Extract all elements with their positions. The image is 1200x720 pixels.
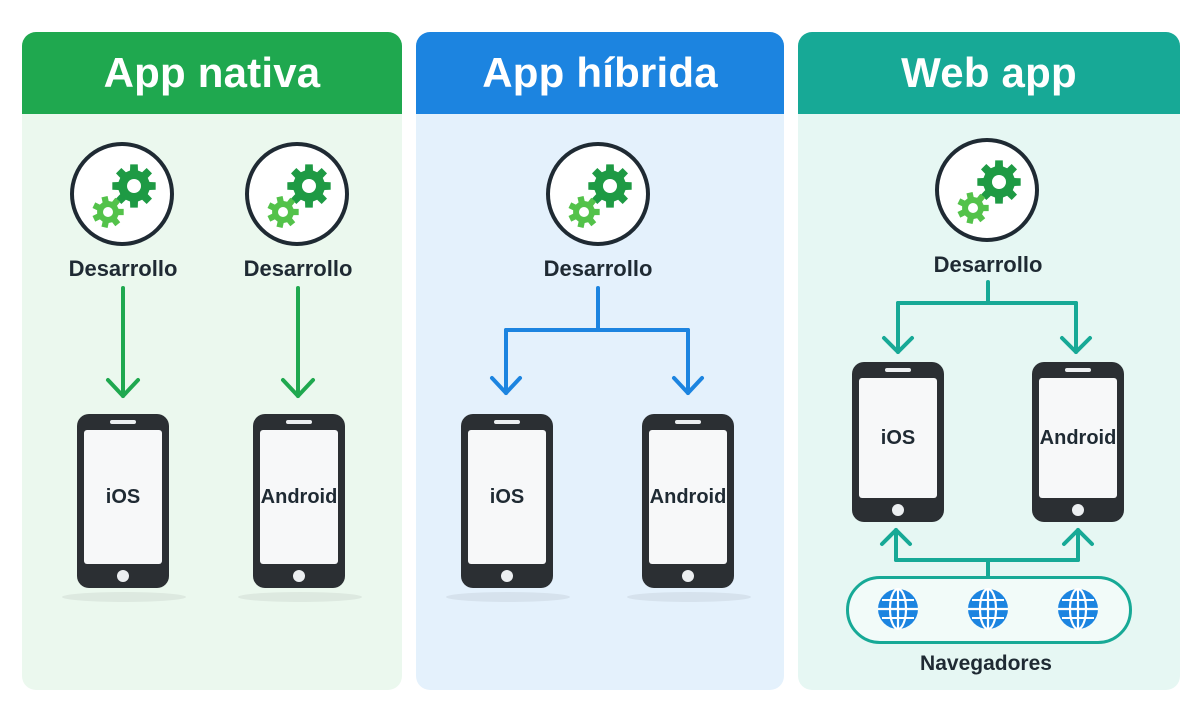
phone-shadow [446, 592, 570, 602]
hybrid-android-label: Android [649, 485, 727, 508]
smartphone-icon: Android [253, 414, 345, 588]
phone-screen: Android [649, 430, 727, 564]
web-dev-label: Desarrollo [933, 252, 1043, 277]
web-android-label: Android [1039, 426, 1117, 449]
phone-home-button [293, 570, 305, 582]
phone-speaker [885, 368, 911, 372]
phone-screen: Android [1039, 378, 1117, 498]
globe-icon [878, 587, 918, 631]
hybrid-app-title: App híbrida [482, 49, 718, 96]
phone-home-button [892, 504, 904, 516]
phone-home-button [1072, 504, 1084, 516]
smartphone-icon: Android [1032, 362, 1124, 522]
browsers-label: Navegadores [920, 652, 1052, 675]
native-dev-label-1: Desarrollo [68, 256, 178, 281]
native-app-title: App nativa [103, 49, 321, 96]
hybrid-ios-label: iOS [489, 485, 525, 508]
web-ios-label: iOS [880, 426, 916, 449]
globe-icon [968, 587, 1008, 631]
small-gear-hole [968, 203, 978, 213]
phone-shadow [627, 592, 751, 602]
smartphone-icon: iOS [77, 414, 169, 588]
small-gear-hole [103, 207, 113, 217]
smartphone-icon: iOS [852, 362, 944, 522]
phone-speaker [110, 420, 136, 424]
phone-home-button [117, 570, 129, 582]
small-gear-hole [278, 207, 288, 217]
phone-speaker [1065, 368, 1091, 372]
phone-shadow [62, 592, 186, 602]
phone-screen: iOS [84, 430, 162, 564]
smartphone-icon: iOS [461, 414, 553, 588]
web-app-header: Web app [798, 32, 1180, 114]
native-dev-label-2: Desarrollo [243, 256, 353, 281]
large-gear-hole [127, 179, 141, 193]
native-android-label: Android [260, 485, 338, 508]
phone-screen: Android [260, 430, 338, 564]
gears-icon [245, 142, 349, 246]
globe-icon [1058, 587, 1098, 631]
phone-screen: iOS [859, 378, 937, 498]
hybrid-app-panel: App híbrida [416, 32, 784, 690]
gears-icon [70, 142, 174, 246]
large-gear-hole [992, 175, 1006, 189]
phone-home-button [682, 570, 694, 582]
phone-speaker [494, 420, 520, 424]
large-gear-hole [603, 179, 617, 193]
native-app-panel: App nativa [22, 32, 402, 690]
gears-icon [935, 138, 1039, 242]
phone-screen: iOS [468, 430, 546, 564]
web-app-title: Web app [901, 49, 1077, 96]
hybrid-app-header: App híbrida [416, 32, 784, 114]
small-gear-hole [579, 207, 589, 217]
hybrid-dev-label: Desarrollo [543, 256, 653, 281]
phone-speaker [675, 420, 701, 424]
phone-home-button [501, 570, 513, 582]
native-app-header: App nativa [22, 32, 402, 114]
large-gear-hole [302, 179, 316, 193]
phone-shadow [238, 592, 362, 602]
phone-speaker [286, 420, 312, 424]
gears-icon [546, 142, 650, 246]
native-ios-label: iOS [105, 485, 141, 508]
smartphone-icon: Android [642, 414, 734, 588]
